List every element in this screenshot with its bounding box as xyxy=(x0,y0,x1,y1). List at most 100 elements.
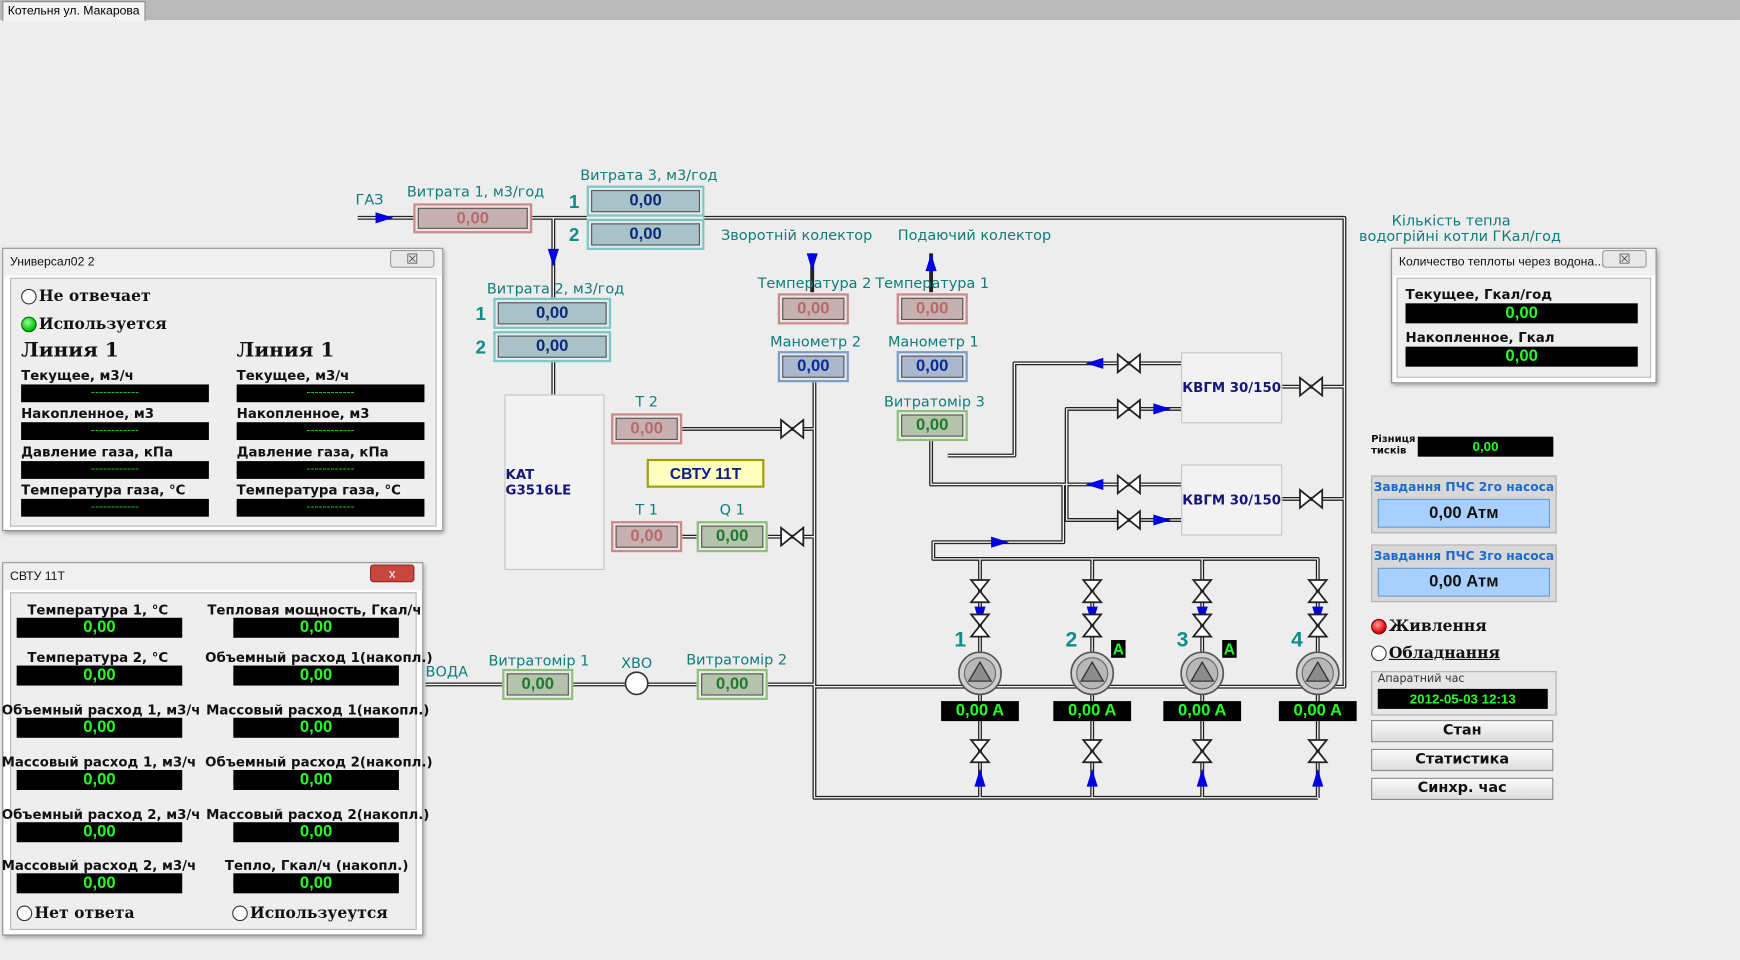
state-button[interactable]: Стан xyxy=(1371,719,1554,743)
svtu-volflow2-acc-value: 0,00 xyxy=(233,769,399,790)
line-b-temp-value: ------------ xyxy=(236,498,425,517)
power-status: Живлення xyxy=(1371,618,1487,636)
radio-empty-icon xyxy=(232,905,248,922)
heat-window-body: Текущее, Гкал/год 0,00 Накопленное, Гкал… xyxy=(1396,277,1652,378)
pump-group-1 xyxy=(958,579,1002,787)
svtu-window: СВТУ 11Т x Температура 1, °С 0,00 Темпер… xyxy=(1,562,433,936)
pump1-num: 1 xyxy=(954,628,967,653)
flowmeter1-field: 0,00 xyxy=(502,668,574,700)
gas-arrow-icon xyxy=(375,212,394,224)
manometer1-label: Манометр 1 xyxy=(887,334,979,352)
close-icon[interactable]: ☒ xyxy=(389,249,435,268)
hw-clock-value: 2012-05-03 12:13 xyxy=(1377,688,1548,709)
pump-group-2 xyxy=(1070,579,1115,787)
pump-icon xyxy=(1180,651,1225,696)
svtu-heatpower-value: 0,00 xyxy=(233,617,399,638)
svtu-heat-acc-value: 0,00 xyxy=(233,873,399,894)
q1-label: Q 1 xyxy=(719,502,745,519)
line-b-accum-label: Накопленное, м3 xyxy=(236,405,370,422)
pump-icon xyxy=(1070,651,1115,696)
svtu-temp2-value: 0,00 xyxy=(16,665,183,686)
heat-quantity-window: Количество теплоты через водона... ☒ Тек… xyxy=(1391,247,1657,384)
flow1-field: 0,00 xyxy=(413,203,533,234)
manometer2-field: 0,00 xyxy=(777,351,849,383)
heat-current-value: 0,00 xyxy=(1405,303,1638,324)
svtu-massflow1-value: 0,00 xyxy=(16,769,183,790)
svtu-in-use-status: Используеутся xyxy=(232,904,388,922)
flow3-line2-num: 2 xyxy=(568,224,580,246)
boiler1-out-arrow-icon xyxy=(1085,357,1104,369)
valve-icon xyxy=(1299,489,1324,509)
close-icon[interactable]: x xyxy=(369,564,415,583)
pump-group-3 xyxy=(1180,579,1225,787)
equipment-status[interactable]: Обладнання xyxy=(1371,644,1500,662)
pump1-current: 0,00 A xyxy=(941,701,1019,722)
heat-accum-label: Накопленное, Гкал xyxy=(1405,329,1555,346)
flow3-line1-field: 0,00 xyxy=(586,185,705,217)
line-a-pressure-value: ------------ xyxy=(21,461,209,479)
return-arrow-icon xyxy=(806,253,818,272)
line-a-current-value: ------------ xyxy=(21,384,209,403)
pump2-auto-badge: A xyxy=(1111,639,1126,658)
pump2-task-value[interactable]: 0,00 Атм xyxy=(1377,498,1550,528)
heat-caption-line2: водогрійні котли ГКал/год xyxy=(1358,228,1561,246)
svtu-volflow2-value: 0,00 xyxy=(16,822,183,843)
svtu-massflow2-label: Массовый расход 2, м3/ч xyxy=(1,857,197,874)
line-b-accum-value: ------------ xyxy=(236,422,425,440)
valve-icon xyxy=(1116,510,1141,530)
flow1-label: Витрата 1, м3/год xyxy=(406,184,545,202)
svtu-heatpower-label: Тепловая мощность, Гкал/ч xyxy=(207,602,422,618)
pump4-current: 0,00 A xyxy=(1278,701,1357,722)
radio-empty-icon xyxy=(21,288,37,305)
svtu-volflow1-value: 0,00 xyxy=(16,717,183,738)
boiler1-in-arrow-icon xyxy=(1153,403,1172,415)
line-a-title: Линия 1 xyxy=(21,338,119,363)
flow2-line2-num: 2 xyxy=(475,336,487,358)
pump2-task-label: Завдання ПЧС 2го насоса xyxy=(1373,479,1555,495)
manometer2-label: Манометр 2 xyxy=(770,334,861,352)
line-a-accum-label: Накопленное, м3 xyxy=(21,405,155,422)
flow2-line1-field: 0,00 xyxy=(493,297,612,329)
pump3-task-value[interactable]: 0,00 Атм xyxy=(1377,567,1550,597)
heat-current-label: Текущее, Гкал/год xyxy=(1405,286,1553,303)
line-a-accum-value: ------------ xyxy=(21,422,209,440)
valve-icon xyxy=(1116,353,1141,374)
pump3-auto-badge: A xyxy=(1222,639,1237,658)
supply-collector-label: Подаючий колектор xyxy=(897,227,1052,245)
line-b-temp-label: Температура газа, °С xyxy=(236,482,401,498)
pressure-diff-label: Різниця тисків xyxy=(1371,434,1416,457)
heat-accum-value: 0,00 xyxy=(1405,346,1638,367)
temp1-label: Температура 1 xyxy=(875,275,990,293)
no-response-status: Не отвечает xyxy=(21,288,151,306)
pressure-diff-value: 0,00 xyxy=(1417,436,1554,457)
svtu-volflow2-acc-label: Объемный расход 2(накопл.) xyxy=(205,754,433,770)
svtu-tag-button[interactable]: СВТУ 11Т xyxy=(646,458,765,488)
valve-icon xyxy=(1299,376,1324,397)
line-a-pressure-label: Давление газа, кПа xyxy=(21,444,174,460)
xvo-label: ХВО xyxy=(621,655,653,673)
flowmeter3-label: Витратомір 3 xyxy=(884,394,985,412)
pump-icon xyxy=(958,651,1002,696)
statistics-button[interactable]: Статистика xyxy=(1371,748,1554,772)
hw-clock-label: Апаратний час xyxy=(1377,673,1465,686)
tab-boiler-house[interactable]: Котельня ул. Макарова xyxy=(2,1,146,22)
pump3-current: 0,00 A xyxy=(1163,701,1242,722)
return-collector-label: Зворотній колектор xyxy=(721,227,873,245)
line-b-current-label: Текущее, м3/ч xyxy=(236,367,350,384)
header-arrow-icon xyxy=(991,536,1009,548)
flowmeter3-field: 0,00 xyxy=(896,409,968,442)
svtu-massflow2-acc-label: Массовый расход 2(накопл.) xyxy=(206,806,430,823)
svtu-no-response-status: Нет ответа xyxy=(16,904,135,922)
svtu-temp1-value: 0,00 xyxy=(16,617,183,638)
green-led-icon xyxy=(21,316,37,333)
sync-time-button[interactable]: Синхр. час xyxy=(1371,777,1554,800)
flow3-label: Витрата 3, м3/год xyxy=(580,167,718,185)
close-icon[interactable]: ☒ xyxy=(1602,249,1647,268)
radio-empty-icon xyxy=(16,905,33,922)
temp1-field: 0,00 xyxy=(896,293,968,325)
flow2-line2-field: 0,00 xyxy=(493,331,612,363)
temp2-field: 0,00 xyxy=(777,293,849,325)
manometer1-field: 0,00 xyxy=(896,351,968,383)
red-led-icon xyxy=(1371,618,1387,635)
